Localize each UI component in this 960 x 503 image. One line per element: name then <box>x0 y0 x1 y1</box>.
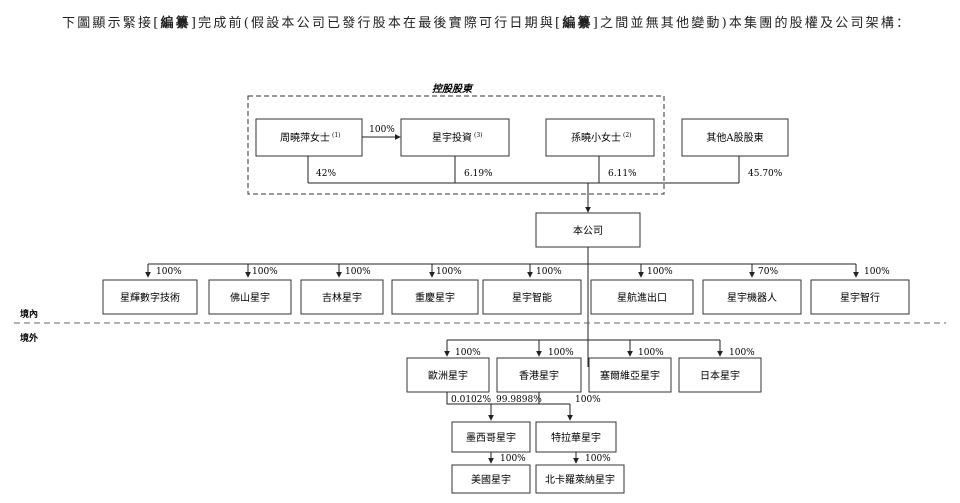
usa-box: 美國星宇 <box>451 464 531 494</box>
delaware-connector <box>538 392 570 405</box>
delaware-pct: 100% <box>575 395 601 405</box>
company-name: 本公司 <box>573 224 603 237</box>
onshore-sub-name: 星航進出口 <box>617 291 667 304</box>
onshore-sub: 100% 佛山星宇 <box>208 264 292 315</box>
onshore-sub-pct: 100% <box>252 267 278 277</box>
shareholder-other-a: 其他A股股東 <box>681 118 789 157</box>
offshore-sub-name: 歐洲星宇 <box>428 369 468 382</box>
onshore-sub: 100% 吉林星宇 <box>300 264 384 315</box>
mexico-pct-hk: 99.9898% <box>496 395 542 405</box>
offshore-sub-pct: 100% <box>455 348 481 358</box>
offshore-sub-name: 日本星宇 <box>700 369 740 382</box>
shareholder-sun-pct: 6.11% <box>608 169 637 179</box>
mexico-pct-europe: 0.0102% <box>451 395 491 405</box>
shareholder-other-pct: 45.70% <box>748 169 783 179</box>
onshore-sub-name: 星宇智能 <box>512 291 552 304</box>
offshore-sub: 100% 塞爾維亞星宇 <box>588 340 672 393</box>
mexico-box: 墨西哥星宇 <box>451 421 531 453</box>
onshore-subsidiaries: 100% 星輝數字技術 100% 佛山星宇 100% 吉林星宇 100% 重慶星… <box>102 264 910 315</box>
mexico-name: 墨西哥星宇 <box>466 431 516 444</box>
onshore-sub-pct: 100% <box>647 267 673 277</box>
offshore-sub: 100% 歐洲星宇 <box>406 340 490 393</box>
controlling-group-box <box>247 95 665 195</box>
shareholder-sun: 孫曉小女士 (2) <box>545 118 655 157</box>
onshore-sub-pct: 100% <box>345 267 371 277</box>
offshore-label: 境外 <box>20 332 38 344</box>
shareholder-zhou-name: 周曉萍女士 <box>280 131 330 144</box>
shareholder-sun-name: 孫曉小女士 <box>571 131 621 144</box>
offshore-sub-pct: 100% <box>729 348 755 358</box>
company-box: 本公司 <box>535 212 641 248</box>
shareholder-investment-pct: 6.19% <box>464 169 493 179</box>
nc-box: 北卡羅萊納星宇 <box>535 464 625 494</box>
zhou-to-investment-pct: 100% <box>369 125 395 135</box>
onshore-sub: 70% 星宇機器人 <box>702 264 802 315</box>
usa-name: 美國星宇 <box>471 473 511 486</box>
nc-name: 北卡羅萊納星宇 <box>545 473 615 486</box>
shareholder-xingyu-invest-note: (3) <box>474 132 483 139</box>
redacted-mark: 編纂 <box>160 16 191 31</box>
onshore-sub-name: 佛山星宇 <box>230 291 270 304</box>
onshore-sub-pct: 70% <box>758 267 778 277</box>
onshore-sub: 100% 重慶星宇 <box>391 264 479 315</box>
shareholder-zhou-note: (1) <box>332 132 341 139</box>
onshore-sub: 100% 星輝數字技術 <box>102 264 198 315</box>
onshore-sub-pct: 100% <box>156 267 182 277</box>
nc-pct: 100% <box>585 454 611 464</box>
offshore-sub-pct: 100% <box>548 348 574 358</box>
offshore-sub: 100% 香港星宇 <box>496 340 582 393</box>
offshore-sub-name: 香港星宇 <box>519 369 559 382</box>
usa-pct: 100% <box>500 454 526 464</box>
shareholder-zhou-pct: 42% <box>316 169 336 179</box>
delaware-box: 特拉華星宇 <box>535 421 617 453</box>
onshore-label: 境內 <box>20 308 38 320</box>
shareholder-xingyu-invest-name: 星宇投資 <box>432 131 472 144</box>
redacted-mark: 編纂 <box>562 16 593 31</box>
shareholder-other-a-name: 其他A股股東 <box>706 131 763 144</box>
onshore-sub-name: 星宇機器人 <box>727 291 777 304</box>
offshore-sub: 100% 日本星宇 <box>678 340 762 393</box>
intro-part-3: ]之間並無其他變動)本集團的股權及公司架構： <box>592 16 912 31</box>
onshore-sub-pct: 100% <box>864 267 890 277</box>
delaware-name: 特拉華星宇 <box>551 431 601 444</box>
onshore-sub: 100% 星宇智行 <box>810 264 910 315</box>
shareholder-xingyu-invest: 星宇投資 (3) <box>400 118 510 157</box>
onshore-sub-pct: 100% <box>536 267 562 277</box>
onshore-sub-name: 星輝數字技術 <box>120 291 180 304</box>
onshore-sub-pct: 100% <box>436 267 462 277</box>
onshore-sub-name: 吉林星宇 <box>322 291 362 304</box>
onshore-sub-name: 星宇智行 <box>840 291 880 304</box>
onshore-sub: 100% 星宇智能 <box>482 264 582 315</box>
onshore-sub: 100% 星航進出口 <box>590 264 694 315</box>
shareholder-zhou: 周曉萍女士 (1) <box>255 118 363 157</box>
shareholder-sun-note: (2) <box>623 132 632 139</box>
intro-part-1: 下圖顯示緊接[ <box>62 16 161 31</box>
controlling-group-label: 控股股東 <box>432 83 474 95</box>
intro-part-2: ]完成前(假設本公司已發行股本在最後實際可行日期與[ <box>190 16 563 31</box>
intro-paragraph: 下圖顯示緊接[編纂]完成前(假設本公司已發行股本在最後實際可行日期與[編纂]之間… <box>10 12 954 36</box>
offshore-sub-name: 塞爾維亞星宇 <box>600 369 660 382</box>
offshore-sub-pct: 100% <box>638 348 664 358</box>
shareholder-connector-lines <box>307 156 740 184</box>
onshore-sub-name: 重慶星宇 <box>415 291 455 304</box>
